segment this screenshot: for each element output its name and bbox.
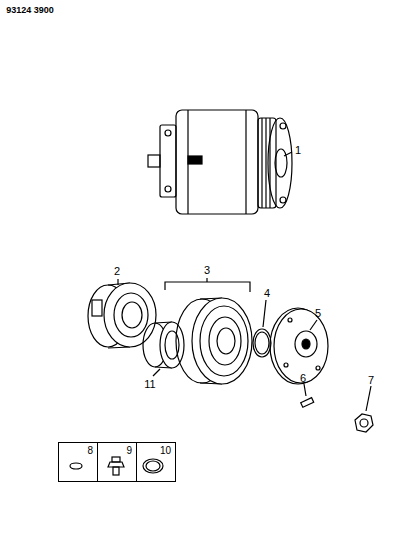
clutch-plate [270, 308, 328, 384]
kit-cell: 9 [97, 442, 137, 482]
callout-number: 3 [204, 265, 210, 276]
kit-cell: 8 [58, 442, 98, 482]
callout-number: 11 [144, 379, 155, 390]
callout-number: 7 [368, 375, 374, 386]
figure-code: 93124 3900 [6, 6, 54, 15]
pulley [165, 278, 252, 384]
shaft-key [301, 384, 314, 407]
bearing [143, 322, 184, 376]
callout-number: 1 [295, 145, 301, 156]
nut [355, 386, 373, 432]
callout-number: 2 [114, 266, 120, 277]
kit-cell: 10 [136, 442, 176, 482]
callout-number: 9 [126, 446, 132, 456]
field-coil [88, 279, 156, 348]
compressor-assembly [148, 110, 292, 214]
callout-number: 5 [315, 308, 321, 319]
callout-number: 10 [160, 446, 171, 456]
callout-number: 8 [87, 446, 93, 456]
snap-ring [253, 300, 271, 357]
callout-number: 4 [264, 288, 270, 299]
kit-items [70, 457, 163, 475]
callout-number: 6 [300, 373, 306, 384]
